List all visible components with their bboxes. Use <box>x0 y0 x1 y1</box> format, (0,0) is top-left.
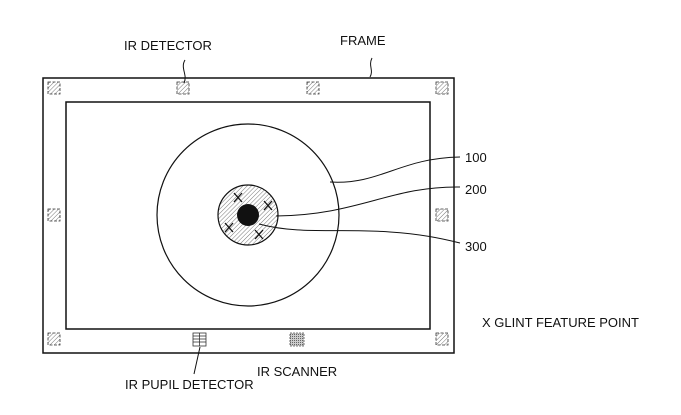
ir-detector-marker <box>435 81 449 95</box>
ref-200: 200 <box>465 182 487 197</box>
leader-lines <box>182 57 461 375</box>
pupil-300 <box>237 204 259 226</box>
ir-detector-marker <box>435 332 449 346</box>
ir-detector-marker <box>47 332 61 346</box>
ir-detector-marker <box>47 81 61 95</box>
glint-points <box>224 192 273 240</box>
glint-x-icon <box>254 229 264 240</box>
display-area <box>65 101 431 330</box>
glint-x-icon <box>224 222 234 233</box>
ir-detector-marker <box>306 81 320 95</box>
eye-outer-100 <box>156 123 340 307</box>
ref-300: 300 <box>465 239 487 254</box>
frame-outer <box>42 77 455 354</box>
label-ir-scanner: IR SCANNER <box>257 364 337 379</box>
label-frame: FRAME <box>340 33 386 48</box>
label-ir-pupil-detector: IR PUPIL DETECTOR <box>125 377 254 392</box>
ir-pupil-detector-marker <box>192 332 207 347</box>
ir-detector-marker <box>176 81 190 95</box>
glint-x-icon <box>263 200 273 211</box>
ir-scanner-marker <box>289 332 305 347</box>
glint-legend: X GLINT FEATURE POINT <box>482 315 639 330</box>
ref-100: 100 <box>465 150 487 165</box>
ir-detectors <box>47 81 449 346</box>
glint-x-icon <box>233 192 243 203</box>
ir-detector-marker <box>47 208 61 222</box>
label-ir-detector: IR DETECTOR <box>124 38 212 53</box>
ir-detector-marker <box>435 208 449 222</box>
